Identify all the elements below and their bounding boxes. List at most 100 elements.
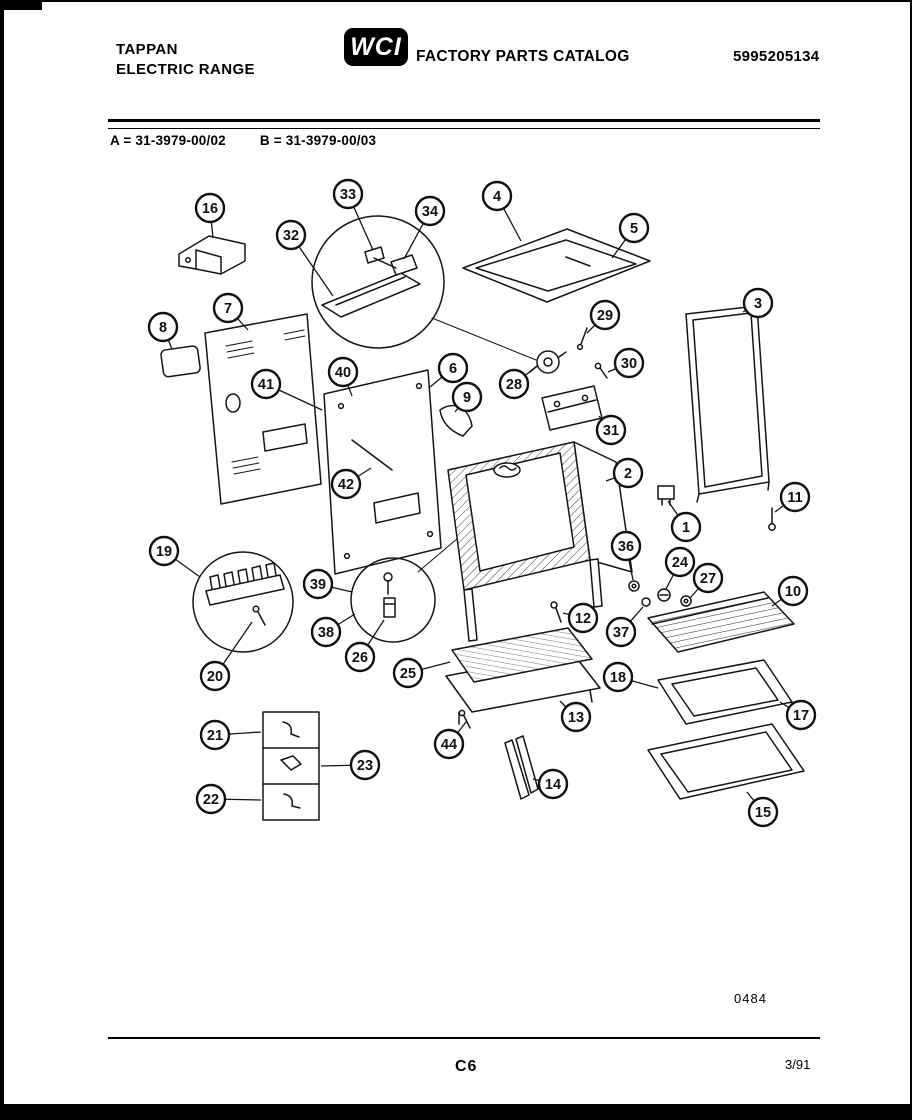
svg-text:14: 14 <box>545 777 561 793</box>
svg-text:3: 3 <box>754 296 762 312</box>
svg-text:31: 31 <box>603 423 619 439</box>
part-support-bar-32 <box>321 272 421 318</box>
svg-text:7: 7 <box>224 301 232 317</box>
hinge-glyph-21 <box>282 721 300 738</box>
scan-artifact-right <box>910 0 912 1120</box>
part-screw-11 <box>768 507 776 531</box>
callout-38: 38 <box>310 616 342 648</box>
svg-text:15: 15 <box>755 805 771 821</box>
callout-21: 21 <box>199 719 231 751</box>
part-screw-20 <box>252 605 266 626</box>
callout-6: 6 <box>437 352 469 384</box>
part-knob-24 <box>657 588 671 602</box>
callout-20: 20 <box>199 660 231 692</box>
revision-date: 3/91 <box>785 1057 811 1072</box>
part-oven-rack-10 <box>647 591 795 653</box>
callout-19: 19 <box>148 535 180 567</box>
header-divider <box>108 119 820 129</box>
page-label: C6 <box>455 1058 478 1075</box>
callout-7: 7 <box>212 292 244 324</box>
detail-circle-fasteners <box>350 557 436 643</box>
callout-1: 1 <box>670 511 702 543</box>
part-pin-29 <box>576 327 588 351</box>
callout-9: 9 <box>451 381 483 413</box>
part-grommet-37 <box>641 597 651 607</box>
wci-logo-text: WCI <box>350 32 402 61</box>
svg-text:22: 22 <box>203 792 219 808</box>
callout-37: 37 <box>605 616 637 648</box>
callout-42: 42 <box>330 468 362 500</box>
part-drawer-pan-17-18 <box>657 659 793 725</box>
svg-text:30: 30 <box>621 356 637 372</box>
part-drawer-panel-15 <box>647 723 805 800</box>
callout-14: 14 <box>537 768 569 800</box>
svg-text:44: 44 <box>441 737 457 753</box>
callout-2: 2 <box>612 457 644 489</box>
callout-25: 25 <box>392 657 424 689</box>
hinge-glyph-23 <box>280 755 302 771</box>
callout-40: 40 <box>327 356 359 388</box>
part-terminal-block-19 <box>205 562 285 606</box>
callout-28: 28 <box>498 368 530 400</box>
svg-text:18: 18 <box>610 670 626 686</box>
callout-29: 29 <box>589 299 621 331</box>
svg-text:13: 13 <box>568 710 584 726</box>
callout-39: 39 <box>302 568 334 600</box>
callout-27: 27 <box>692 562 724 594</box>
svg-text:27: 27 <box>700 571 716 587</box>
callout-8: 8 <box>147 311 179 343</box>
callout-32: 32 <box>275 219 307 251</box>
part-side-panel-3 <box>685 305 770 503</box>
detail-connector-lines <box>417 317 537 573</box>
svg-text:29: 29 <box>597 308 613 324</box>
callout-5: 5 <box>618 212 650 244</box>
footer-divider <box>108 1037 820 1039</box>
svg-text:20: 20 <box>207 669 223 685</box>
callout-16: 16 <box>194 192 226 224</box>
wci-logo: WCI <box>344 28 408 66</box>
callout-23: 23 <box>349 749 381 781</box>
vent-slots <box>225 329 306 475</box>
svg-text:34: 34 <box>422 204 438 220</box>
part-clip-33 <box>364 246 385 264</box>
hinge-glyph-22 <box>283 793 301 809</box>
part-insulation-25 <box>451 627 593 683</box>
callout-22: 22 <box>195 783 227 815</box>
part-screw-30 <box>594 362 608 379</box>
svg-text:39: 39 <box>310 577 326 593</box>
svg-text:8: 8 <box>159 320 167 336</box>
model-b: B = 31-3979-00/03 <box>259 133 377 148</box>
callout-17: 17 <box>785 699 817 731</box>
part-bracket-16 <box>178 235 246 275</box>
callout-36: 36 <box>610 530 642 562</box>
callout-10: 10 <box>777 575 809 607</box>
callout-15: 15 <box>747 796 779 828</box>
svg-text:9: 9 <box>463 390 471 406</box>
callout-11: 11 <box>779 481 811 513</box>
callout-3: 3 <box>742 287 774 319</box>
print-code: 0484 <box>734 991 767 1006</box>
detail-circle-terminal-block <box>192 551 294 653</box>
model-a: A = 31-3979-00/02 <box>110 133 226 148</box>
scan-artifact-bottom <box>0 1104 912 1120</box>
svg-text:17: 17 <box>793 708 809 724</box>
callout-12: 12 <box>567 602 599 634</box>
callout-41: 41 <box>250 368 282 400</box>
scan-artifact-corner <box>0 0 42 10</box>
callout-13: 13 <box>560 701 592 733</box>
svg-text:33: 33 <box>340 187 356 203</box>
svg-text:42: 42 <box>338 477 354 493</box>
scan-artifact-top <box>0 0 912 2</box>
svg-text:21: 21 <box>207 728 223 744</box>
scan-artifact-left <box>0 0 4 1120</box>
svg-text:12: 12 <box>575 611 591 627</box>
svg-text:41: 41 <box>258 377 274 393</box>
part-grommet-36 <box>628 580 640 592</box>
part-back-panel-6 <box>323 369 442 575</box>
svg-text:2: 2 <box>624 466 632 482</box>
part-oven-body-2 <box>447 441 633 642</box>
part-maintop-4-5 <box>462 228 651 303</box>
svg-text:25: 25 <box>400 666 416 682</box>
